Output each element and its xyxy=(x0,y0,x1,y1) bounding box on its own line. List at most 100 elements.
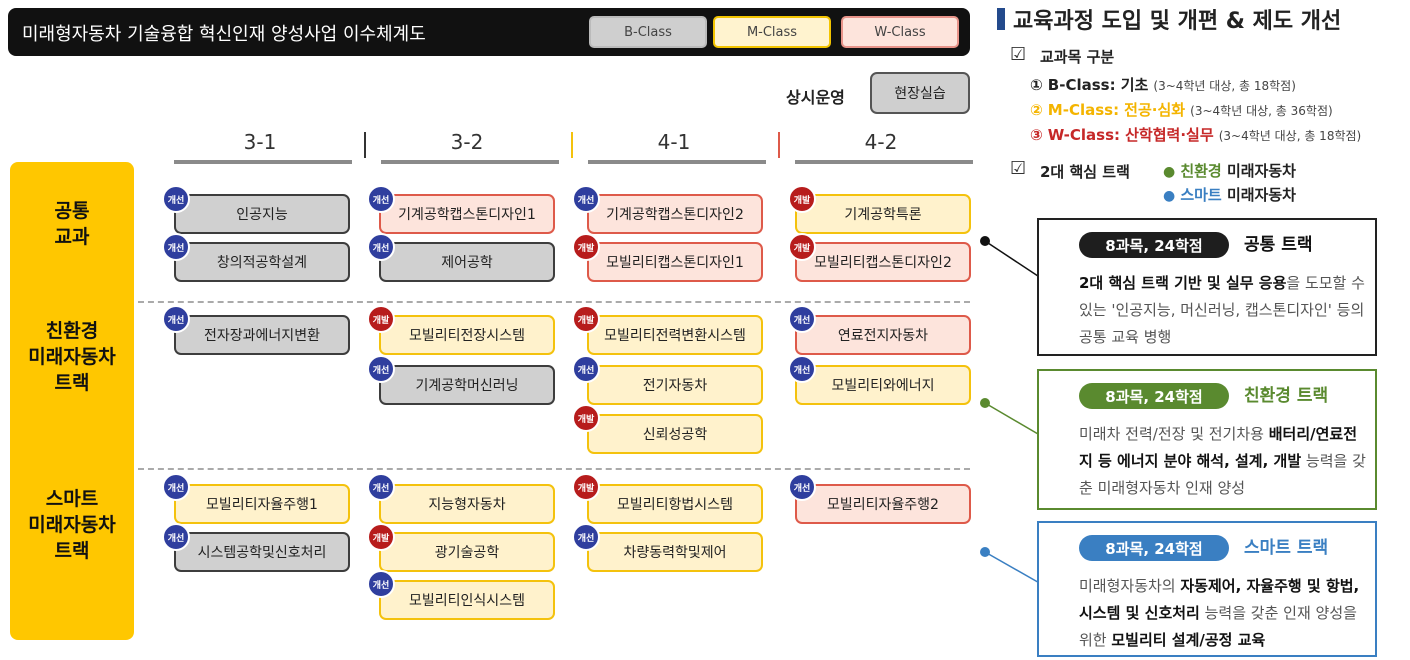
page-title: 미래형자동차 기술융합 혁신인재 양성사업 이수체계도 xyxy=(22,24,426,45)
course-box: 기계공학캡스톤디자인2 xyxy=(587,194,763,234)
semester-4-1: 4-1 xyxy=(657,130,691,154)
track-smart-label: 스마트 미래자동차 트랙 xyxy=(10,486,134,564)
track-label-line: 트랙 xyxy=(54,540,90,562)
core-track-accent: 친환경 xyxy=(1180,162,1222,180)
class-line-m: ② M-Class: 전공·심화 (3~4학년 대상, 총 36학점) xyxy=(1030,99,1333,120)
course-box: 시스템공학및신호처리 xyxy=(174,532,350,572)
class-kind: 산학협력·실무 xyxy=(1125,126,1214,144)
check-icon: ☑ xyxy=(1010,158,1027,179)
track-name: 친환경 트랙 xyxy=(1244,386,1329,406)
credits-pill: 8과목, 24학점 xyxy=(1079,535,1229,561)
track-column xyxy=(10,162,134,640)
core-track-smart: ● 스마트 미래자동차 xyxy=(1163,184,1296,205)
improve-badge: 개선 xyxy=(572,355,600,383)
track-label-line: 트랙 xyxy=(54,372,90,394)
improve-badge: 개선 xyxy=(367,185,395,213)
track-name: 공통 트랙 xyxy=(1244,235,1313,255)
legend-w-class: W-Class xyxy=(841,16,959,48)
improve-badge: 개선 xyxy=(162,185,190,213)
develop-badge: 개발 xyxy=(788,233,816,261)
course-box: 연료전지자동차 xyxy=(795,315,971,355)
class-num: ② xyxy=(1030,101,1043,119)
info-box-eco: 8과목, 24학점 친환경 트랙 미래차 전력/전장 및 전기차용 배터리/연료… xyxy=(1037,369,1377,510)
track-divider xyxy=(138,301,970,303)
track-common-label: 공통 교과 xyxy=(10,198,134,250)
develop-badge: 개발 xyxy=(572,233,600,261)
semester-3-1: 3-1 xyxy=(243,130,277,154)
semester-underline xyxy=(174,160,352,164)
class-detail: (3~4학년 대상, 총 18학점) xyxy=(1153,79,1296,93)
bullet-dot: ● xyxy=(1163,188,1176,204)
improve-badge: 개선 xyxy=(572,523,600,551)
semester-underline xyxy=(588,160,766,164)
class-name: W-Class: xyxy=(1047,126,1121,144)
semester-3-2: 3-2 xyxy=(450,130,484,154)
course-box: 모빌리티자율주행1 xyxy=(174,484,350,524)
course-box: 모빌리티항법시스템 xyxy=(587,484,763,524)
class-detail: (3~4학년 대상, 총 36학점) xyxy=(1190,104,1333,118)
legend-b-class: B-Class xyxy=(589,16,707,48)
track-label-line: 교과 xyxy=(54,226,90,248)
core-track-eco: ● 친환경 미래자동차 xyxy=(1163,160,1296,181)
class-detail: (3~4학년 대상, 총 18학점) xyxy=(1218,129,1362,143)
course-box: 광기술공학 xyxy=(379,532,555,572)
develop-badge: 개발 xyxy=(572,305,600,333)
course-box: 인공지능 xyxy=(174,194,350,234)
class-line-b: ① B-Class: 기초 (3~4학년 대상, 총 18학점) xyxy=(1030,74,1296,95)
class-num: ③ xyxy=(1030,126,1043,144)
core-track-rest: 미래자동차 xyxy=(1221,186,1296,204)
fieldwork-course: 현장실습 xyxy=(870,72,970,114)
credits-pill: 8과목, 24학점 xyxy=(1079,232,1229,258)
track-label-line: 스마트 xyxy=(45,488,99,510)
check-icon: ☑ xyxy=(1010,44,1027,65)
improve-badge: 개선 xyxy=(788,355,816,383)
develop-badge: 개발 xyxy=(572,404,600,432)
class-kind: 기초 xyxy=(1120,76,1149,94)
improve-badge: 개선 xyxy=(162,305,190,333)
credits-pill: 8과목, 24학점 xyxy=(1079,383,1229,409)
track-label-line: 친환경 xyxy=(45,320,99,342)
improve-badge: 개선 xyxy=(788,473,816,501)
box-description: 미래차 전력/전장 및 전기차용 배터리/연료전지 등 에너지 분야 해석, 설… xyxy=(1079,425,1366,497)
always-running-label: 상시운영 xyxy=(786,88,845,107)
subject-heading: 교과목 구분 xyxy=(1040,48,1115,66)
class-name: M-Class: xyxy=(1047,101,1120,119)
course-box: 모빌리티캡스톤디자인2 xyxy=(795,242,971,282)
improve-badge: 개선 xyxy=(367,355,395,383)
semester-separator xyxy=(364,132,366,158)
track-label-line: 공통 xyxy=(54,200,90,222)
improve-badge: 개선 xyxy=(367,473,395,501)
core-heading: 2대 핵심 트랙 xyxy=(1040,163,1130,181)
improve-badge: 개선 xyxy=(367,233,395,261)
class-num: ① xyxy=(1030,76,1043,94)
course-box: 지능형자동차 xyxy=(379,484,555,524)
track-divider xyxy=(138,468,970,470)
core-track-accent: 스마트 xyxy=(1180,186,1222,204)
track-label-line: 미래자동차 xyxy=(28,346,116,368)
info-box-smart: 8과목, 24학점 스마트 트랙 미래형자동차의 자동제어, 자율주행 및 항법… xyxy=(1037,521,1377,657)
develop-badge: 개발 xyxy=(367,305,395,333)
course-box: 모빌리티전장시스템 xyxy=(379,315,555,355)
improve-badge: 개선 xyxy=(572,185,600,213)
right-title: 교육과정 도입 및 개편 & 제도 개선 xyxy=(1013,9,1342,34)
track-label-line: 미래자동차 xyxy=(28,514,116,536)
course-box: 기계공학특론 xyxy=(795,194,971,234)
bullet-dot: ● xyxy=(1163,164,1176,180)
course-box: 모빌리티전력변환시스템 xyxy=(587,315,763,355)
develop-badge: 개발 xyxy=(788,185,816,213)
course-box: 차량동력학및제어 xyxy=(587,532,763,572)
track-eco-label: 친환경 미래자동차 트랙 xyxy=(10,318,134,396)
box-description: 미래형자동차의 자동제어, 자율주행 및 항법, 시스템 및 신호처리 능력을 … xyxy=(1079,577,1360,649)
box-description: 2대 핵심 트랙 기반 및 실무 응용을 도모할 수 있는 '인공지능, 머신러… xyxy=(1079,274,1365,346)
course-box: 전자장과에너지변환 xyxy=(174,315,350,355)
class-kind: 전공·심화 xyxy=(1124,101,1186,119)
course-box: 모빌리티인식시스템 xyxy=(379,580,555,620)
course-box: 모빌리티캡스톤디자인1 xyxy=(587,242,763,282)
class-line-w: ③ W-Class: 산학협력·실무 (3~4학년 대상, 총 18학점) xyxy=(1030,124,1361,145)
course-box: 모빌리티자율주행2 xyxy=(795,484,971,524)
semester-underline xyxy=(381,160,559,164)
semester-separator xyxy=(778,132,780,158)
semester-4-2: 4-2 xyxy=(864,130,898,154)
improve-badge: 개선 xyxy=(162,233,190,261)
develop-badge: 개발 xyxy=(367,523,395,551)
